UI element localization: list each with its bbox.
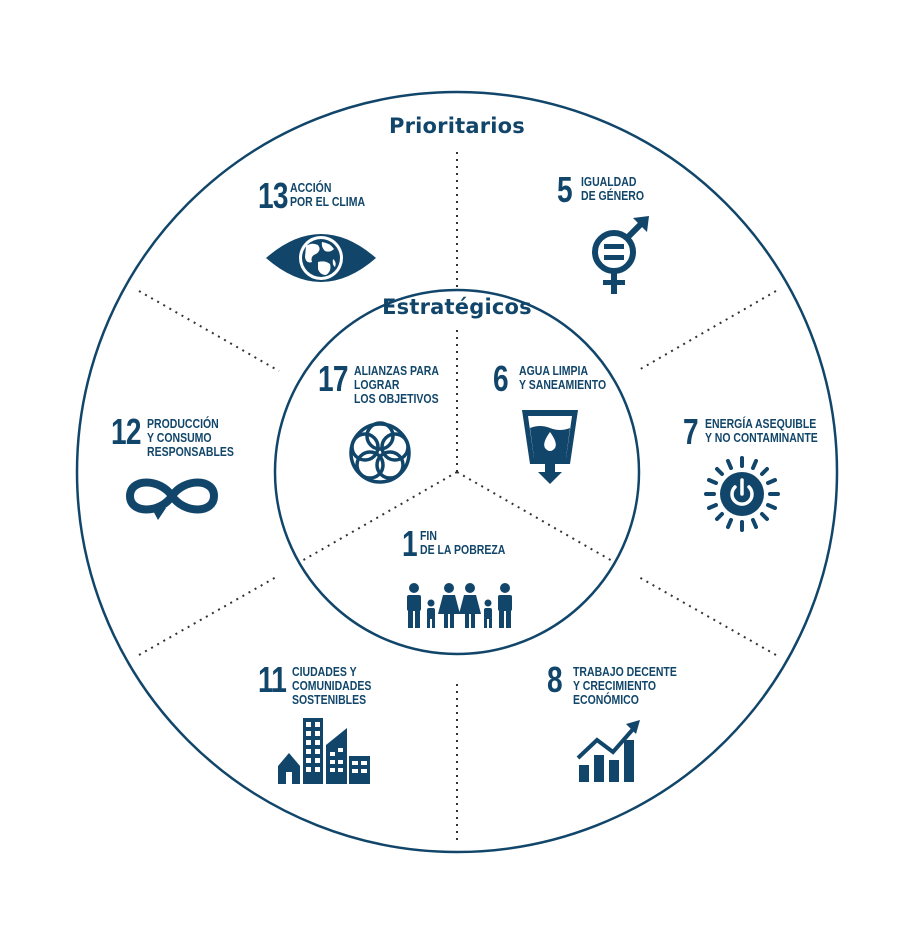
rings-flower-icon (349, 421, 411, 484)
outer-dividers (138, 152, 777, 842)
infinity-icon (125, 478, 219, 520)
goal-17-number: 17 (318, 358, 348, 399)
outer-circle (75, 90, 839, 854)
divider-upper-left (138, 290, 280, 372)
inner-circle (273, 288, 641, 656)
inner-ring-title: Estratégicos (382, 295, 532, 319)
inner-dividers (299, 330, 615, 563)
family-icon (407, 583, 512, 628)
goal-8-number: 8 (547, 659, 563, 700)
goal-7-number: 7 (683, 411, 699, 452)
goal-5-number: 5 (557, 169, 573, 210)
goal-6-number: 6 (493, 358, 509, 399)
divider-upper-right (636, 290, 777, 372)
water-glass-icon (522, 410, 578, 484)
divider-lower-right (636, 575, 777, 656)
outer-ring-title: Prioritarios (388, 114, 526, 138)
goal-13-number: 13 (258, 175, 288, 216)
goal-11-number: 11 (258, 659, 287, 700)
eye-globe-icon (266, 234, 376, 282)
sun-power-icon (704, 456, 780, 532)
gender-equality-icon (592, 216, 649, 294)
city-buildings-icon (278, 718, 370, 784)
divider-lower-left (138, 575, 279, 656)
goal-1-number: 1 (402, 523, 418, 564)
goal-12-number: 12 (111, 411, 141, 452)
growth-chart-icon (576, 720, 640, 782)
